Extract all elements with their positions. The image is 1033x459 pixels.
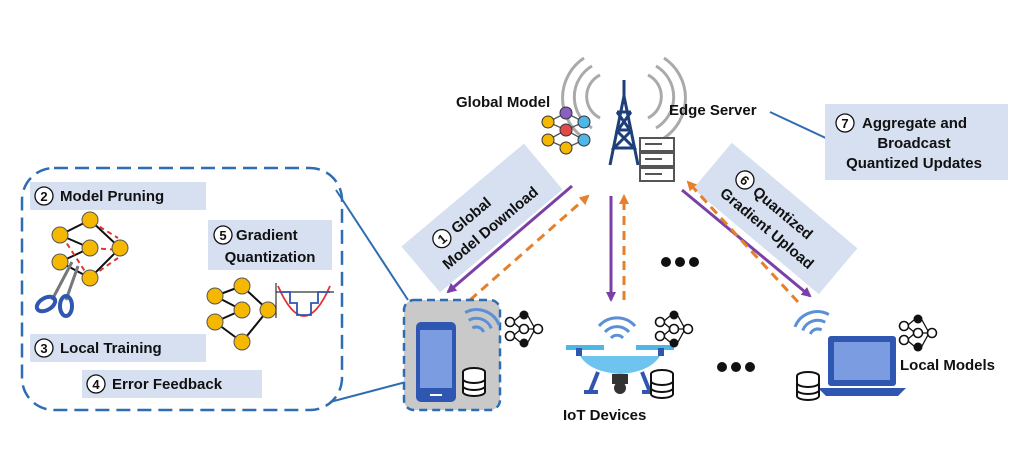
step5-number: 5 — [219, 228, 226, 243]
smartphone-icon — [416, 322, 456, 402]
step1-label: 1 Global Model Download — [401, 143, 563, 293]
laptop-database-icon — [796, 371, 820, 401]
download-arrow-phone — [446, 184, 573, 294]
step2-text: Model Pruning — [60, 188, 164, 205]
edge-server-connector — [769, 111, 831, 141]
upload-arrow-laptop — [686, 180, 800, 304]
laptop-wifi-icon — [790, 305, 835, 340]
step3-text: Local Training — [60, 340, 162, 357]
pruned-network-icon — [51, 211, 129, 287]
scissors-icon — [34, 261, 80, 318]
zoom-connector-top — [335, 189, 409, 301]
local-models-label: Local Models — [900, 357, 995, 374]
step7-number-circle — [835, 113, 855, 133]
upload-arrow-phone — [469, 194, 590, 302]
step2-number-circle — [34, 186, 54, 206]
step2-box — [30, 182, 206, 210]
step5-line1: Gradient — [236, 227, 298, 244]
step4-number-circle — [86, 374, 106, 394]
step5-line2: Quantization — [225, 249, 316, 266]
step7-number: 7 — [841, 116, 848, 131]
step7-line3: Quantized Updates — [846, 155, 982, 172]
step3-box — [30, 334, 206, 362]
quantization-plot-icon — [275, 283, 334, 318]
global-model-label: Global Model — [456, 94, 550, 111]
download-arrow-laptop — [681, 188, 812, 298]
laptop-icon — [818, 336, 906, 396]
step7-line1: Aggregate and — [862, 115, 967, 132]
step2-number: 2 — [40, 189, 47, 204]
zoom-connector-bottom — [329, 381, 407, 403]
step3-number-circle — [34, 338, 54, 358]
local-device-detail-region — [20, 166, 344, 412]
phone-database-icon — [462, 367, 486, 397]
step7-box — [825, 104, 1008, 180]
server-icon — [639, 137, 675, 182]
local-network-icon — [206, 277, 277, 351]
edge-server-label: Edge Server — [669, 102, 757, 119]
step4-box — [82, 370, 262, 398]
laptop-local-model-icon — [898, 313, 938, 353]
drone-database-icon — [650, 369, 674, 399]
step7-line2: Broadcast — [877, 135, 950, 152]
drone-wifi-icon — [597, 316, 637, 340]
iot-devices-label: IoT Devices — [563, 407, 646, 424]
phone-local-model-icon — [504, 309, 544, 349]
ellipsis-icon-bottom — [717, 362, 755, 372]
drone-icon — [566, 345, 674, 394]
radio-tower-icon — [561, 56, 687, 166]
step4-number: 4 — [92, 377, 100, 392]
drone-local-model-icon — [654, 309, 694, 349]
global-model-network-icon — [541, 106, 591, 155]
ellipsis-icon-top — [661, 257, 699, 267]
step5-number-circle — [213, 225, 233, 245]
step4-text: Error Feedback — [112, 376, 223, 393]
step3-number: 3 — [40, 341, 47, 356]
